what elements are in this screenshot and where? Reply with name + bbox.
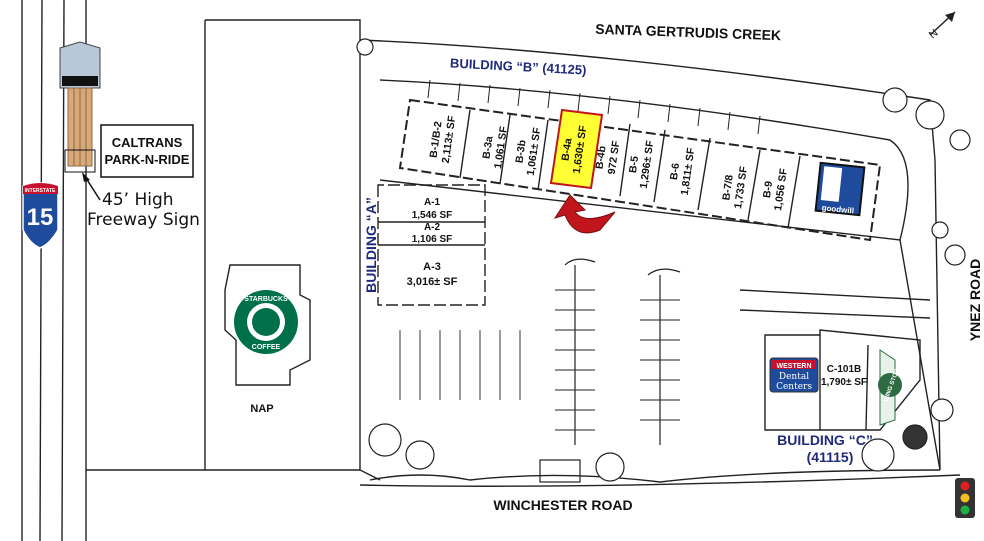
svg-text:15: 15: [27, 204, 54, 231]
highlight-arrow-icon: [553, 194, 616, 234]
starbucks-building: STARBUCKS COFFEE: [224, 264, 311, 386]
unit-id: B-3a: [481, 135, 496, 159]
sign-label-line1: 45’ High: [102, 190, 174, 210]
site-outline: [205, 19, 961, 487]
unit-area: 1,061 SF: [492, 125, 510, 169]
unit-id: B-4b: [593, 145, 608, 170]
svg-text:WESTERN: WESTERN: [777, 363, 812, 370]
svg-text:1,546 SF: 1,546 SF: [412, 210, 453, 221]
road-label-ynez-road: YNEZ ROAD: [967, 259, 983, 341]
traffic-light-icon: [955, 478, 975, 518]
interstate-15-shield-icon: INTERSTATE 15: [22, 182, 59, 249]
caltrans-line1: CALTRANS: [112, 135, 183, 150]
svg-text:goodwill: goodwill: [821, 203, 854, 215]
svg-text:Dental: Dental: [779, 372, 809, 382]
unit-area: 1,056 SF: [772, 167, 790, 211]
freeway-sign-icon: [59, 41, 101, 201]
svg-text:A-3: A-3: [423, 261, 441, 273]
building-a: [377, 184, 486, 306]
svg-text:A-1: A-1: [424, 197, 441, 208]
unit-area: 972 SF: [606, 139, 623, 175]
goodwill-logo-icon: goodwill: [814, 161, 866, 217]
unit-area: 1,296± SF: [638, 139, 657, 189]
svg-text:N: N: [927, 27, 941, 41]
north-arrow-icon: N: [927, 11, 956, 41]
unit-id: B-6: [668, 162, 682, 181]
unit-id: B-7/8: [720, 174, 735, 201]
starbucks-nap: NAP: [250, 403, 273, 415]
unit-id: B-5: [627, 155, 641, 174]
building-b: [398, 79, 882, 242]
svg-text:INTERSTATE: INTERSTATE: [25, 188, 56, 194]
unit-id: B-4a: [560, 137, 575, 161]
svg-text:1,106 SF: 1,106 SF: [412, 234, 453, 245]
unit-area: 1,733 SF: [732, 165, 750, 209]
tree-icons: [356, 38, 971, 482]
unit-id: B-3b: [513, 139, 528, 164]
building-c-title: BUILDING “C”: [777, 432, 873, 448]
western-dental-logo-icon: WESTERN Dental Centers: [769, 357, 819, 393]
unit-b-4a-highlight[interactable]: [549, 108, 604, 190]
unit-c-101b-id: C-101B: [827, 364, 861, 375]
building-c: [739, 289, 931, 431]
svg-text:3,016± SF: 3,016± SF: [407, 276, 458, 288]
building-a-units: A-1 1,546 SF A-2 1,106 SF A-3 3,016± SF: [407, 197, 458, 288]
svg-text:Centers: Centers: [776, 382, 812, 392]
unit-id: B-9: [761, 180, 775, 199]
caltrans-line2: PARK-N-RIDE: [105, 152, 190, 167]
sign-label-line2: Freeway Sign: [87, 210, 200, 230]
building-c-address: (41115): [807, 449, 854, 465]
building-a-title: BUILDING “A”: [363, 197, 379, 293]
road-label-santa-gertrudis-creek: SANTA GERTRUDIS CREEK: [595, 21, 781, 43]
svg-text:A-2: A-2: [424, 222, 441, 233]
caltrans-box: [100, 124, 194, 178]
svg-text:STARBUCKS: STARBUCKS: [244, 296, 288, 303]
wingstop-logo-icon: WING STOP: [878, 349, 902, 426]
building-b-title: BUILDING “B” (41125): [450, 55, 587, 77]
parking-islands: [399, 258, 681, 483]
svg-text:COFFEE: COFFEE: [252, 344, 281, 351]
unit-id: B-1/B-2: [428, 120, 445, 158]
unit-c-101b-area: 1,790± SF: [821, 377, 867, 388]
unit-area: 1,811± SF: [679, 147, 698, 197]
road-label-winchester-road: WINCHESTER ROAD: [493, 497, 632, 513]
